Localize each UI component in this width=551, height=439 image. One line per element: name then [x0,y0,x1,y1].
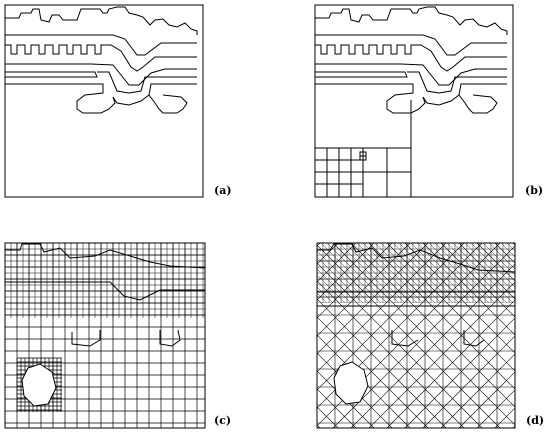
panel-d-fine-tri-mesh [317,243,515,303]
panel-b: (b) [314,4,543,198]
panel-d: (d) [316,242,544,429]
panel-d-features [317,243,516,405]
panel-c-fine-mesh [5,243,205,318]
panel-b-frame [314,4,514,198]
panel-a: (a) [4,4,232,198]
panel-b-label: (b) [525,184,543,197]
panel-b-quadtree [315,100,412,197]
panel-b-device [314,6,508,114]
panel-d-label: (d) [526,414,544,427]
panel-c-features [5,243,206,407]
panel-a-device [4,6,198,114]
panel-c-label: (c) [214,414,231,427]
panel-a-label: (a) [214,184,232,197]
panel-c: (c) [4,242,231,429]
panel-a-frame [4,4,204,198]
